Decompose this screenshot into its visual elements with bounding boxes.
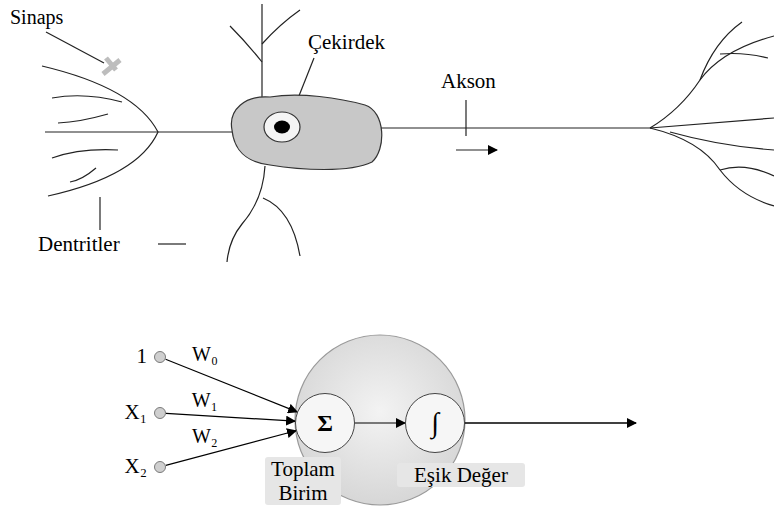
leader-line [99,197,100,230]
unit-circle: ∫ [405,393,465,453]
part-name: Dentritler [38,233,120,256]
nucleolus [274,121,290,134]
unit-heading: Eşik Değer [397,463,525,487]
summation-unit: ΣToplam Birim [295,393,355,453]
dendrite-outline [42,66,158,196]
dendrite-branch [263,198,300,256]
direction-arrow [456,149,497,150]
dendrite-branch [70,168,96,182]
dendrite-branch [261,4,262,97]
dendrite-branch [230,26,262,62]
dendrite-branch [52,96,122,102]
part-name: Sinaps [10,6,63,28]
dendrite-branch [52,150,118,158]
input-node: X₂ [125,455,167,478]
output-arrow [465,422,636,423]
summation-unit: ∫Eşik Değer [405,393,465,453]
dendrite-branch [262,10,300,44]
input-dot [154,351,166,363]
input-dot [154,461,166,473]
unit-circle: Σ [295,393,355,453]
leader-line [158,243,186,244]
leader-line [46,32,104,63]
weight-label: W₂ [190,426,220,447]
unit-symbol: Σ [317,410,333,436]
part-name: Akson [441,70,496,93]
weight-connector [166,359,298,412]
input-node: X₁ [125,401,167,424]
axon-terminal [650,36,774,128]
input-dot [154,407,166,419]
dendrite-branch [58,114,108,123]
weight-connector [166,413,295,421]
axon-line [380,127,650,128]
axon-terminal [650,128,774,206]
axon-terminal [650,118,774,128]
biological-neuron [42,4,774,262]
input-label: X₂ [125,455,148,478]
leader-line [465,100,466,136]
cell-body [231,95,381,169]
synapse-symbol [103,58,120,74]
axon-terminal [720,167,774,176]
dendrite-trunk [45,131,232,132]
axon-terminal [720,54,768,59]
input-node: 1 [137,345,167,368]
unit-symbol: ∫ [431,408,439,439]
axon-terminal [700,22,742,80]
weight-connector [355,422,405,423]
weight-label: W₀ [190,344,220,365]
unit-heading: Toplam Birim [265,457,341,505]
input-label: 1 [137,345,148,368]
dendrite-branch [227,166,265,262]
nucleus [264,112,300,142]
part-name: Çekirdek [308,31,385,54]
input-label: X₁ [125,401,148,424]
weight-label: W₁ [190,390,220,411]
